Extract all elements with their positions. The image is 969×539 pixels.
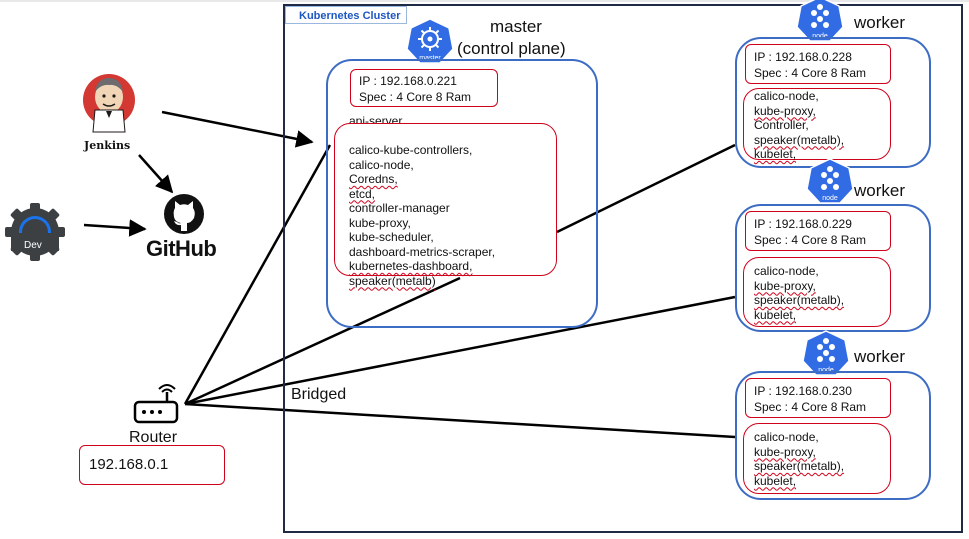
master-badge-text: master [419,55,441,62]
github-logo [162,193,206,235]
worker-component: kubelet, [754,307,797,322]
master-component: Coredns, [349,172,398,186]
worker1-spec: Spec : 4 Core 8 Ram [754,66,867,80]
worker3-node-box [735,371,931,500]
worker-component: calico-node, [754,264,819,278]
worker-component: kubelet, [754,473,797,488]
router-to-master-line [183,144,332,405]
worker1-components-box [743,88,891,160]
cluster-label: Kubernetes Cluster [285,6,407,24]
master-component: calico-node, [349,157,414,172]
master-component: kube-scheduler, [349,230,434,244]
master-component: dashboard-metrics-scraper, [349,244,496,259]
github-label: GitHub [146,236,217,261]
top-rule [0,0,969,2]
android-studio-dev-icon [2,200,68,264]
master-component: etcd, [349,186,376,201]
worker1-title: worker [854,13,906,32]
worker2-info-box: IP : 192.168.0.229 Spec : 4 Core 8 Ram [745,211,891,251]
bridged-label: Bridged [291,386,347,403]
worker1-ip: IP : 192.168.0.228 [754,50,852,64]
kubernetes-node-icon: node [802,330,850,376]
master-ip: IP : 192.168.0.221 [359,74,457,88]
worker3-ip: IP : 192.168.0.230 [754,384,852,398]
worker-component: kube-proxy, [754,103,816,118]
master-title: master [490,17,542,36]
jenkins-logo [81,70,137,136]
router-ip: 192.168.0.1 [89,456,169,473]
kubernetes-cluster-frame [283,4,963,533]
worker1-info-box: IP : 192.168.0.228 Spec : 4 Core 8 Ram [745,44,891,84]
router-to-worker3-line [184,402,736,439]
worker3-title: worker [854,347,906,366]
worker-component: kubelet, [754,147,797,161]
master-to-worker1-line [556,143,736,234]
master-components-box [334,123,557,276]
worker1-badge-text: node [812,33,828,40]
worker2-spec: Spec : 4 Core 8 Ram [754,233,867,247]
worker2-components-list: calico-node, kube-proxy, speaker(metalb)… [754,264,844,322]
worker-component: calico-node, [754,89,819,103]
master-node-box [326,59,598,328]
kubernetes-node-icon: node [796,0,844,42]
worker2-badge-text: node [822,195,838,202]
kubernetes-node-icon: node [806,158,854,204]
worker-component: Controller, [754,118,809,132]
router-to-master-lower-line [184,276,461,406]
dev-label: Dev [24,240,42,251]
router-ip-box: 192.168.0.1 [79,445,225,485]
kubernetes-master-icon: master [406,18,454,64]
worker-component: speaker(metalb), [754,132,845,147]
worker3-components-list: calico-node, kube-proxy, speaker(metalb)… [754,430,844,488]
worker2-title: worker [854,181,906,200]
worker3-spec: Spec : 4 Core 8 Ram [754,400,867,414]
dev-to-github-arrow [83,219,147,237]
jenkins-to-master-arrow [161,110,314,148]
jenkins-label: Jenkins [84,139,131,152]
master-component: kube-proxy, [349,215,411,230]
master-components-list: calico-kube-controllers, calico-node, Co… [349,143,495,288]
worker1-components-list: calico-node, kube-proxy, Controller, spe… [754,89,844,162]
master-component: speaker(metalb) [349,273,436,288]
worker-component: calico-node, [754,430,819,444]
worker-component: kube-proxy, [754,444,816,459]
master-component: kubernetes-dashboard, [349,259,473,273]
master-component: calico-kube-controllers, [349,143,473,157]
jenkins-to-github-arrow [138,154,174,194]
router-to-worker2-line [184,295,736,406]
master-info-box: IP : 192.168.0.221 Spec : 4 Core 8 Ram [350,69,498,107]
worker-component: speaker(metalb), [754,293,845,307]
master-component: controller-manager [349,201,450,215]
master-subtitle: (control plane) [457,39,566,58]
worker3-info-box: IP : 192.168.0.230 Spec : 4 Core 8 Ram [745,378,891,418]
master-spec: Spec : 4 Core 8 Ram [359,90,472,104]
router-label: Router [129,429,178,446]
worker-component: speaker(metalb), [754,459,845,473]
worker3-badge-text: node [818,367,834,374]
worker2-ip: IP : 192.168.0.229 [754,217,852,231]
worker3-components-box [743,423,891,494]
router-icon [133,380,181,428]
worker2-node-box [735,204,931,332]
worker-component: kube-proxy, [754,278,816,293]
worker2-components-box [743,257,891,327]
